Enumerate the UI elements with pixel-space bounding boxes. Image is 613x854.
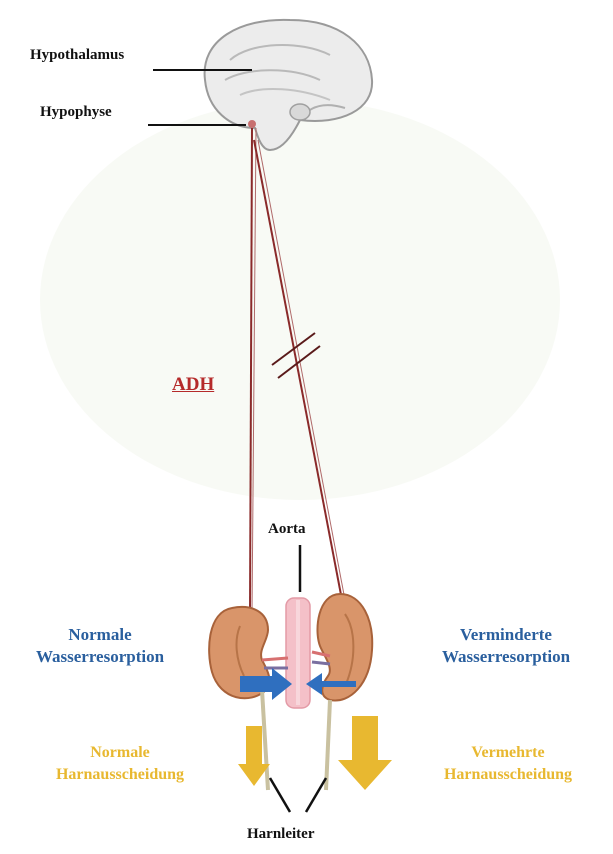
ureter-label: Harnleiter xyxy=(247,826,314,843)
background-wash xyxy=(40,100,560,500)
aorta-icon xyxy=(286,598,310,708)
normal-resorption-line1: Normale xyxy=(0,624,200,646)
increased-urine-line2: Harnausscheidung xyxy=(408,764,608,786)
normal-resorption-line2: Wasserresorption xyxy=(0,646,200,668)
aorta-label: Aorta xyxy=(268,521,306,538)
normal-resorption-label: Normale Wasserresorption xyxy=(0,624,200,668)
normal-urine-label: Normale Harnausscheidung xyxy=(20,742,220,786)
normal-urine-line2: Harnausscheidung xyxy=(20,764,220,786)
hypothalamus-label: Hypothalamus xyxy=(30,47,124,64)
adh-label: ADH xyxy=(172,374,214,396)
reduced-resorption-line1: Verminderte xyxy=(406,624,606,646)
hypophyse-label: Hypophyse xyxy=(40,104,112,121)
normal-urine-line1: Normale xyxy=(20,742,220,764)
reduced-resorption-line2: Wasserresorption xyxy=(406,646,606,668)
increased-urine-label: Vermehrte Harnausscheidung xyxy=(408,742,608,786)
reduced-resorption-label: Verminderte Wasserresorption xyxy=(406,624,606,668)
increased-urine-line1: Vermehrte xyxy=(408,742,608,764)
